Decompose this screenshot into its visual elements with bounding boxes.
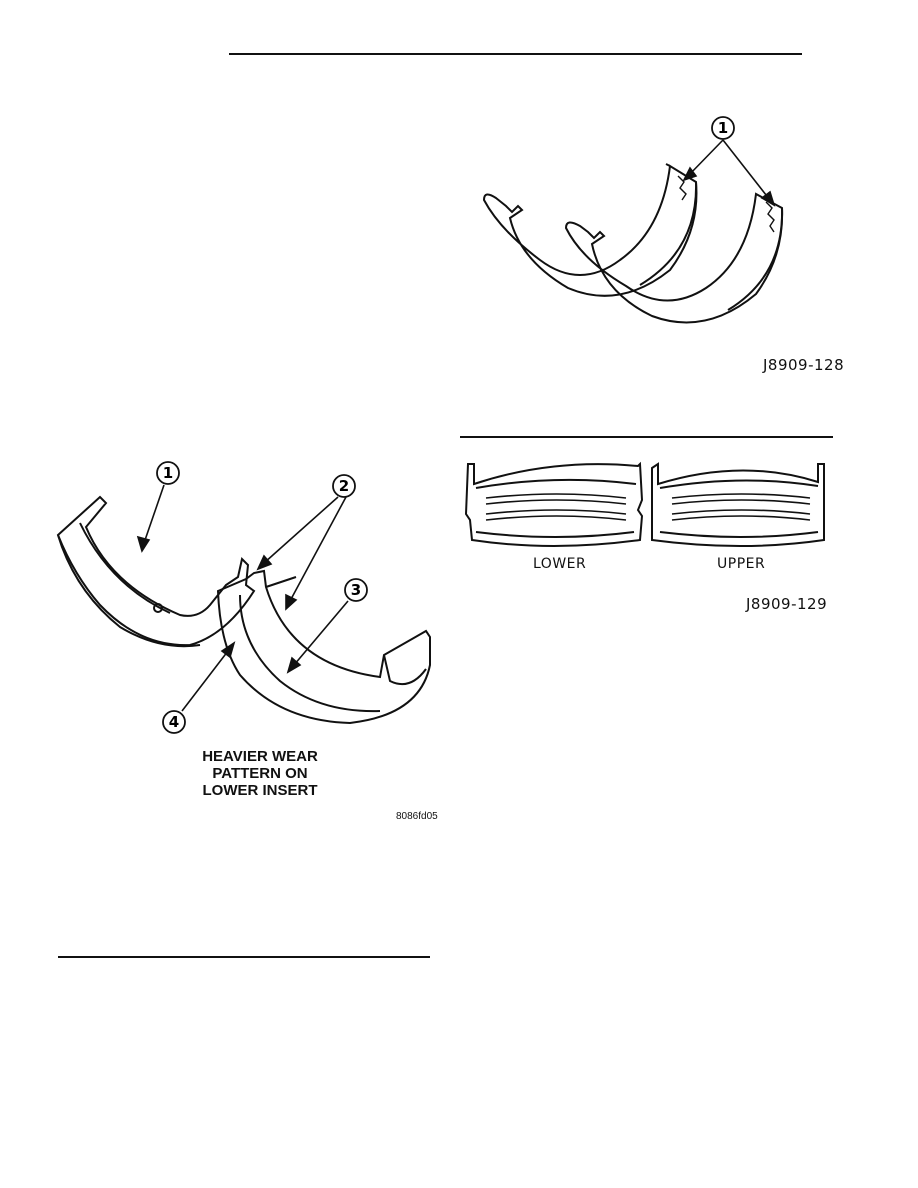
figure-code-j8909-128: J8909-128: [763, 356, 845, 374]
callout-1-circle: [156, 461, 180, 485]
callout-2-label: 2: [339, 477, 349, 495]
callout-1-label: 1: [163, 464, 173, 482]
figure-code-8086fd05: 8086fd05: [396, 811, 438, 822]
callout-3-circle: [344, 578, 368, 602]
callout-2-circle: [332, 474, 356, 498]
caption-line-3: LOWER INSERT: [202, 782, 318, 799]
callout-1-circle: [711, 116, 735, 140]
divider-rule-right: [460, 436, 833, 438]
callout-4-circle: [162, 710, 186, 734]
figure-wear-pattern: 1 2 3 4: [56, 461, 431, 734]
caption-line-1: HEAVIER WEAR: [202, 748, 318, 765]
label-lower: LOWER: [533, 556, 587, 572]
caption-line-2: PATTERN ON: [212, 765, 308, 782]
header-rule: [229, 53, 802, 55]
figure-upper-lower-shells: [464, 461, 825, 547]
callout-1-label: 1: [718, 119, 728, 137]
callout-3-label: 3: [351, 581, 361, 599]
figure-worn-bearing: 1: [482, 116, 784, 324]
wear-pattern-caption: HEAVIER WEAR PATTERN ON LOWER INSERT: [190, 748, 330, 799]
callout-4-label: 4: [169, 713, 179, 731]
figure-code-j8909-129: J8909-129: [746, 595, 828, 613]
label-upper: UPPER: [717, 556, 766, 572]
divider-rule-left: [58, 956, 430, 958]
